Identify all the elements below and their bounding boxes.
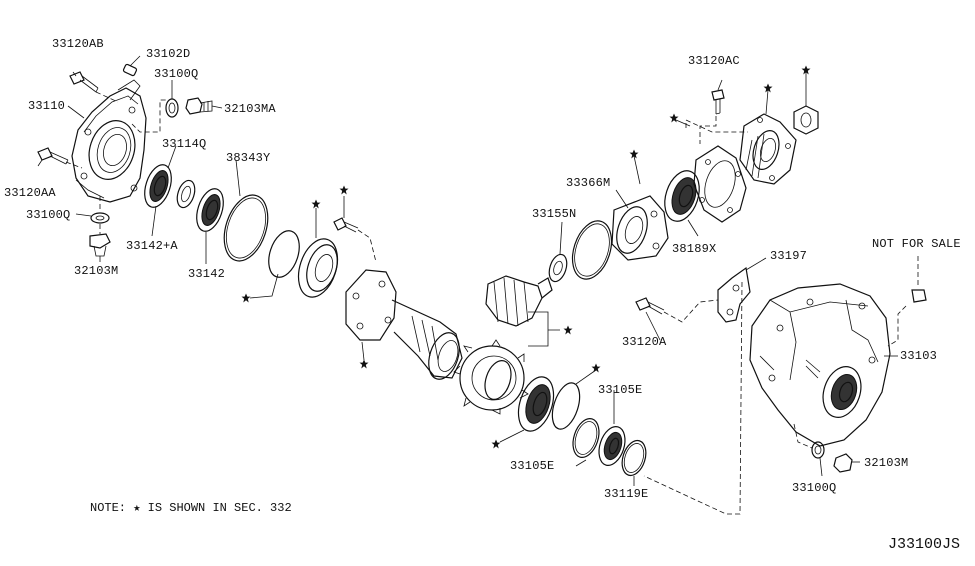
label-38343Y: 38343Y — [226, 151, 271, 165]
snap-ring-star-left — [268, 230, 300, 278]
drain-plug-32103M-right — [833, 453, 853, 473]
star-marker-7 — [591, 363, 601, 373]
diagram-code: J33100JS — [888, 536, 961, 553]
oil-seal-star-bottom — [517, 376, 555, 432]
label-33100Q-bottom: 33100Q — [792, 481, 837, 495]
pinion-gear-star — [485, 275, 553, 327]
label-32103M-right: 32103M — [864, 456, 909, 470]
transfer-case-33103 — [749, 283, 891, 447]
label-33120AB: 33120AB — [52, 37, 104, 51]
star-marker-1 — [241, 293, 251, 303]
label-33142A: 33142+A — [126, 239, 178, 253]
dowel-pin-33102D — [122, 63, 138, 77]
label-33120AA: 33120AA — [4, 186, 56, 200]
star-markers — [241, 65, 811, 449]
star-marker-9 — [669, 113, 679, 123]
label-33102D: 33102D — [146, 47, 191, 61]
oil-seal-33142A — [144, 164, 172, 208]
o-ring-center — [571, 220, 613, 280]
front-cover-33110 — [71, 79, 147, 203]
oil-seal-33142 — [196, 188, 224, 232]
shim-33105E-left — [572, 418, 600, 458]
label-33366M: 33366M — [566, 176, 611, 190]
label-33197: 33197 — [770, 249, 808, 263]
bolt-33120A — [635, 297, 665, 315]
bolt-star-left — [333, 217, 359, 233]
plug-not-for-sale — [911, 289, 927, 303]
bolt-33120AB — [69, 71, 99, 93]
label-32103MA: 32103MA — [224, 102, 276, 116]
washer-33155N — [548, 253, 568, 283]
o-ring-38343Y — [223, 194, 269, 262]
seal-33105E-right — [598, 426, 626, 466]
ring-33114Q — [176, 179, 196, 209]
output-shaft-star — [345, 269, 463, 380]
star-marker-2 — [311, 199, 321, 209]
label-38189X: 38189X — [672, 242, 717, 256]
bearing-star-left — [297, 238, 339, 298]
label-32103M-left: 32103M — [74, 264, 119, 278]
nut-star — [793, 105, 819, 135]
star-marker-11 — [801, 65, 811, 75]
label-33120A: 33120A — [622, 335, 667, 349]
label-not-for-sale: NOT FOR SALE — [872, 237, 961, 251]
drain-plug-32103MA — [185, 97, 213, 115]
star-marker-3 — [339, 185, 349, 195]
oil-seal-38189X — [664, 170, 700, 222]
label-33105E-left: 33105E — [510, 459, 555, 473]
label-33110: 33110 — [28, 99, 66, 113]
o-ring-33119E — [621, 439, 647, 477]
label-33142: 33142 — [188, 267, 226, 281]
note-text: NOTE: ★ IS SHOWN IN SEC. 332 — [90, 501, 292, 515]
star-marker-10 — [763, 83, 773, 93]
label-33155N: 33155N — [532, 207, 577, 221]
bolt-33120AA — [37, 147, 69, 165]
gasket-plate-star — [693, 145, 747, 223]
label-33120AC: 33120AC — [688, 54, 740, 68]
label-33100Q-top: 33100Q — [154, 67, 199, 81]
companion-flange-star — [739, 113, 797, 185]
label-33103: 33103 — [900, 349, 938, 363]
label-33100Q-left: 33100Q — [26, 208, 71, 222]
star-marker-8 — [629, 149, 639, 159]
star-marker-4 — [359, 359, 369, 369]
bracket-33197 — [717, 266, 751, 323]
bolt-33120AC — [711, 89, 725, 115]
drain-plug-32103M-left — [89, 233, 111, 257]
bearing-33366M — [611, 195, 669, 261]
label-33105E-right: 33105E — [598, 383, 643, 397]
label-33114Q: 33114Q — [162, 137, 207, 151]
leader-lines — [37, 55, 919, 515]
ring-gear — [453, 339, 529, 415]
washer-33100Q-bottom — [811, 441, 825, 459]
washer-33100Q-top — [165, 98, 179, 118]
star-marker-6 — [491, 439, 501, 449]
washer-33100Q-left — [90, 212, 110, 224]
snap-ring-star-bottom — [551, 382, 581, 430]
label-33119E: 33119E — [604, 487, 649, 501]
star-marker-5 — [563, 325, 573, 335]
